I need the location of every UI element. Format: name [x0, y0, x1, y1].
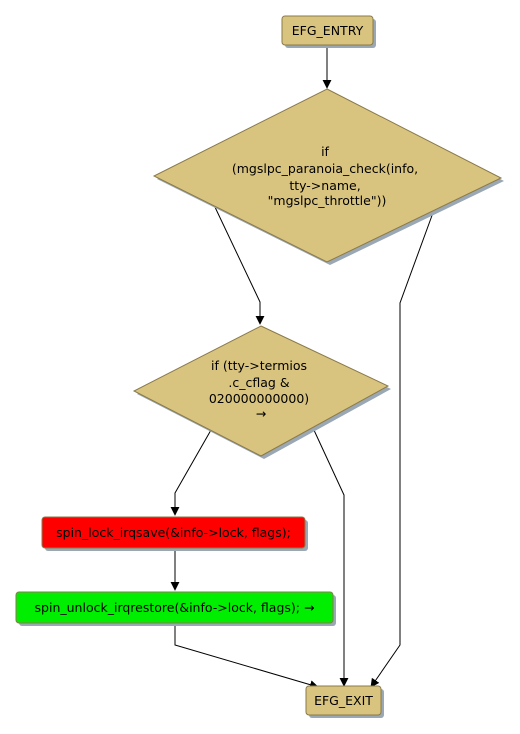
- node-lock: spin_lock_irqsave(&info->lock, flags);: [41, 516, 308, 551]
- edge-cond1-to-exit: [370, 209, 435, 688]
- node-unlock: spin_unlock_irqrestore(&info->lock, flag…: [15, 591, 336, 626]
- edge-cond1-to-cond2: [213, 204, 265, 325]
- node-cond2-line: →: [256, 406, 266, 421]
- node-exit-label: EFG_EXIT: [314, 693, 373, 708]
- node-cond1-line: "mgslpc_throttle")): [268, 193, 387, 208]
- node-entry: EFG_ENTRY: [281, 15, 376, 48]
- node-cond1-line: (mgslpc_paranoia_check(info,: [232, 161, 418, 176]
- edge-cond2-to-lock: [170, 429, 212, 516]
- edge-unlock-to-exit: [174, 623, 319, 690]
- node-unlock-label: spin_unlock_irqrestore(&info->lock, flag…: [35, 600, 315, 615]
- node-cond1-text: if (mgslpc_paranoia_check(info, tty->nam…: [232, 144, 422, 208]
- lock-box: [41, 516, 306, 549]
- node-cond2: if (tty->termios .c_cflag & 020000000000…: [132, 325, 391, 459]
- node-entry-label: EFG_ENTRY: [292, 23, 364, 38]
- unlock-box: [15, 591, 334, 624]
- edge-cond2-to-exit: [312, 427, 349, 687]
- node-cond2-text: if (tty->termios .c_cflag & 020000000000…: [209, 358, 313, 421]
- node-cond1-line: if: [321, 144, 329, 159]
- node-cond2-line: .c_cflag &: [228, 375, 289, 390]
- node-cond2-line: 020000000000): [209, 391, 309, 406]
- node-cond1: if (mgslpc_paranoia_check(info, tty->nam…: [152, 88, 504, 265]
- node-lock-label: spin_lock_irqsave(&info->lock, flags);: [56, 525, 291, 540]
- node-cond1-line: tty->name,: [289, 178, 360, 193]
- edges: [170, 45, 435, 690]
- node-cond2-line: if (tty->termios: [211, 358, 307, 373]
- node-exit: EFG_EXIT: [305, 685, 384, 718]
